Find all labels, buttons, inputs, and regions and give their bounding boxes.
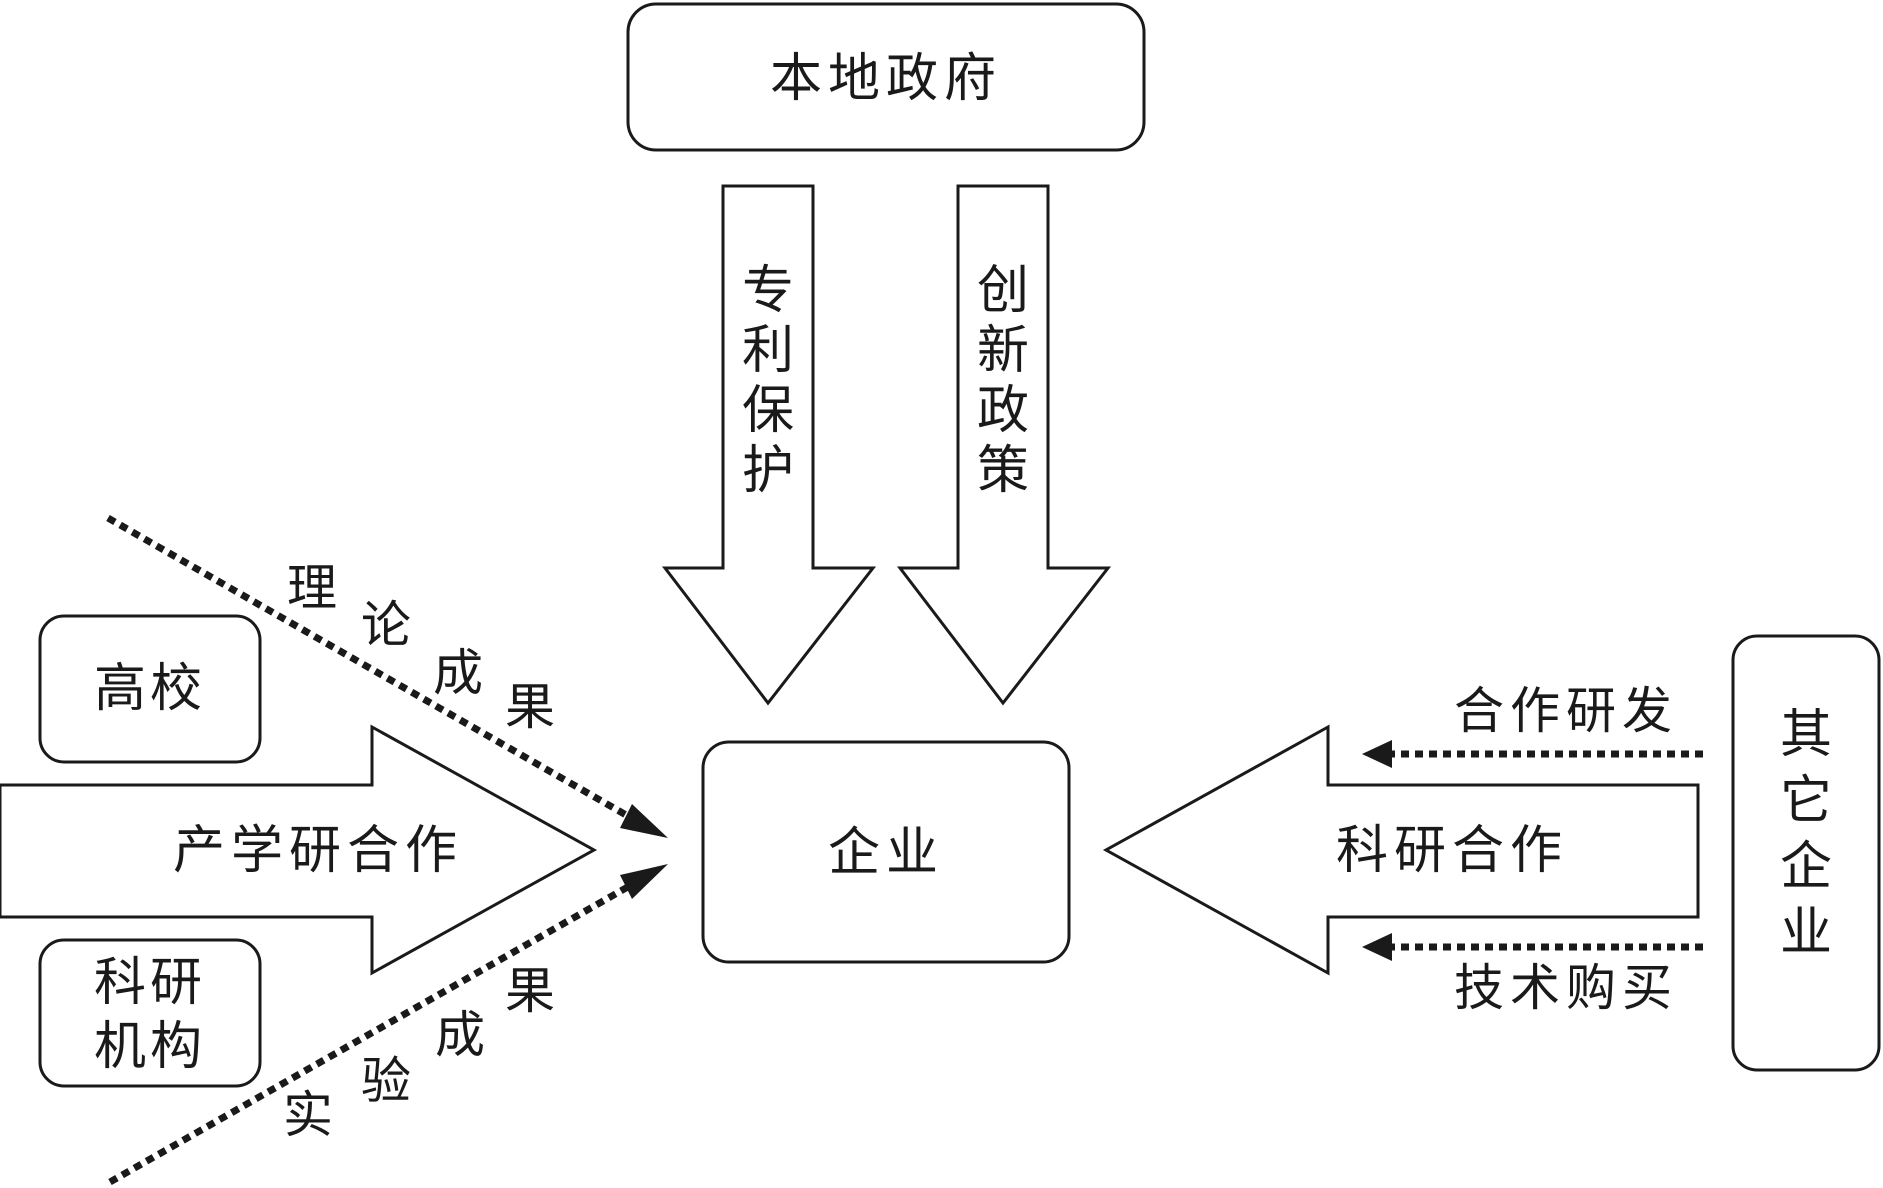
theory-char-2: 论 xyxy=(361,596,411,654)
research-institutes-label-line1: 科研 xyxy=(94,953,206,1013)
universities-node: 高校 xyxy=(38,614,262,764)
other-enterprises-char-2: 它 xyxy=(1780,771,1832,831)
theory-char-4: 果 xyxy=(505,678,555,736)
experiment-char-4: 果 xyxy=(505,962,555,1020)
research-institutes-label-line2: 机构 xyxy=(94,1017,206,1077)
research-institutes-node: 科研 机构 xyxy=(38,938,262,1088)
other-enterprises-char-1: 其 xyxy=(1780,705,1832,765)
policy-char-3: 政 xyxy=(977,381,1029,441)
universities-box xyxy=(38,614,262,764)
patent-char-3: 保 xyxy=(742,381,794,441)
experiment-results-line xyxy=(108,876,642,1186)
other-enterprises-char-3: 企 xyxy=(1780,837,1832,897)
technology-purchase-label: 技术购买 xyxy=(1454,959,1678,1017)
theory-results-line xyxy=(106,514,642,827)
theory-results-flow: 理 论 成 果 xyxy=(106,514,668,838)
experiment-char-1: 实 xyxy=(283,1086,333,1144)
enterprise-node: 企业 xyxy=(701,740,1071,964)
policy-char-1: 创 xyxy=(977,261,1029,321)
theory-char-1: 理 xyxy=(287,559,337,617)
government-label: 本地政府 xyxy=(770,49,1002,109)
patent-char-4: 护 xyxy=(742,441,794,501)
theory-results-arrowhead xyxy=(620,804,668,838)
patent-char-1: 专 xyxy=(742,261,794,321)
government-box xyxy=(626,2,1146,152)
patent-char-2: 利 xyxy=(742,321,794,381)
patent-protection-arrow: 专 利 保 护 xyxy=(661,184,877,706)
other-enterprises-char-4: 业 xyxy=(1780,903,1832,963)
innovation-policy-arrow: 创 新 政 策 xyxy=(896,184,1112,706)
universities-label: 高校 xyxy=(94,659,206,719)
experiment-char-3: 成 xyxy=(435,1006,485,1064)
iur-arrow-label: 产学研合作 xyxy=(173,821,463,881)
rc-arrow-shape xyxy=(1102,724,1700,976)
experiment-results-flow: 实 验 成 果 xyxy=(108,864,668,1186)
enterprise-label: 企业 xyxy=(828,823,944,883)
other-enterprises-node: 其 它 企 业 xyxy=(1731,634,1881,1072)
research-institutes-box xyxy=(38,938,262,1088)
cooperative-rd-arrowhead xyxy=(1362,740,1392,768)
patent-arrow-shape xyxy=(661,184,877,706)
policy-char-2: 新 xyxy=(977,321,1029,381)
policy-char-4: 策 xyxy=(977,441,1029,501)
theory-char-3: 成 xyxy=(433,644,483,702)
research-cooperation-arrow: 科研合作 xyxy=(1102,724,1700,976)
experiment-char-2: 验 xyxy=(361,1052,411,1110)
cooperative-rd-flow: 合作研发 xyxy=(1362,682,1703,768)
enterprise-box xyxy=(701,740,1071,964)
other-enterprises-box xyxy=(1731,634,1881,1072)
government-node: 本地政府 xyxy=(626,2,1146,152)
technology-purchase-flow: 技术购买 xyxy=(1362,933,1703,1017)
industry-university-research-arrow: 产学研合作 xyxy=(0,724,598,976)
experiment-results-arrowhead xyxy=(620,864,668,899)
technology-purchase-arrowhead xyxy=(1362,933,1392,961)
iur-arrow-shape xyxy=(0,724,598,976)
rc-arrow-label: 科研合作 xyxy=(1336,821,1568,881)
cooperative-rd-label: 合作研发 xyxy=(1454,682,1678,740)
policy-arrow-shape xyxy=(896,184,1112,706)
